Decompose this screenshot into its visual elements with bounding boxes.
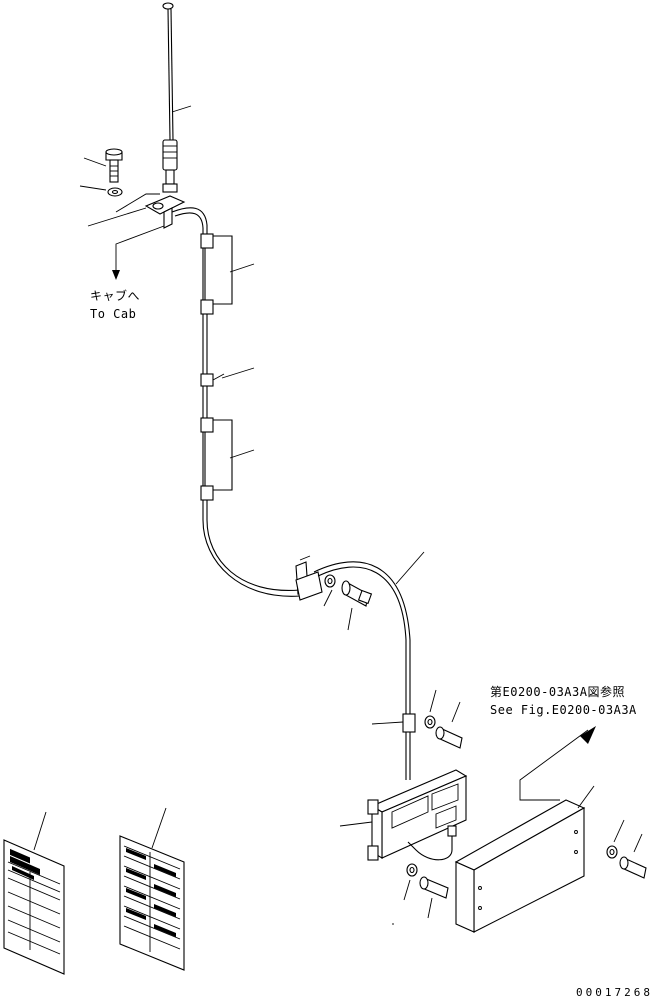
antenna	[162, 2, 192, 193]
cover-washer	[606, 819, 625, 859]
mid-bolt	[341, 580, 373, 631]
antenna-cable	[171, 207, 301, 597]
label-plate-1	[3, 811, 65, 975]
to-cab-arrow	[112, 225, 165, 280]
cable-clip-middle	[200, 367, 255, 387]
lower-bolt-1	[435, 701, 463, 749]
antenna-bracket	[87, 193, 186, 229]
reference-arrow	[519, 726, 596, 801]
reference-label-en: See Fig.E0200-03A3A	[490, 703, 637, 717]
top-washer	[79, 185, 123, 197]
label-plate-2	[119, 807, 185, 971]
cable-tape-lower	[200, 417, 255, 501]
to-cab-label-en: To Cab	[90, 307, 136, 321]
lower-washer-1	[424, 689, 437, 729]
cover-box	[454, 785, 595, 933]
mid-washer	[323, 574, 336, 607]
unit-connector	[407, 825, 457, 861]
controller-unit	[339, 769, 468, 861]
top-bolt	[83, 148, 123, 183]
reference-label-jp: 第E0200-03A3A図参照	[490, 684, 625, 699]
drawing-number: 00017268	[576, 986, 653, 999]
unit-bolt	[419, 876, 449, 919]
mid-clamp	[295, 555, 323, 601]
cable-tape-upper	[200, 233, 255, 315]
cover-bolt	[619, 833, 647, 879]
to-cab-label-jp: キャブへ	[90, 288, 140, 303]
lower-clamp	[371, 713, 416, 733]
unit-washer	[403, 863, 418, 901]
cable-to-unit	[313, 551, 425, 780]
